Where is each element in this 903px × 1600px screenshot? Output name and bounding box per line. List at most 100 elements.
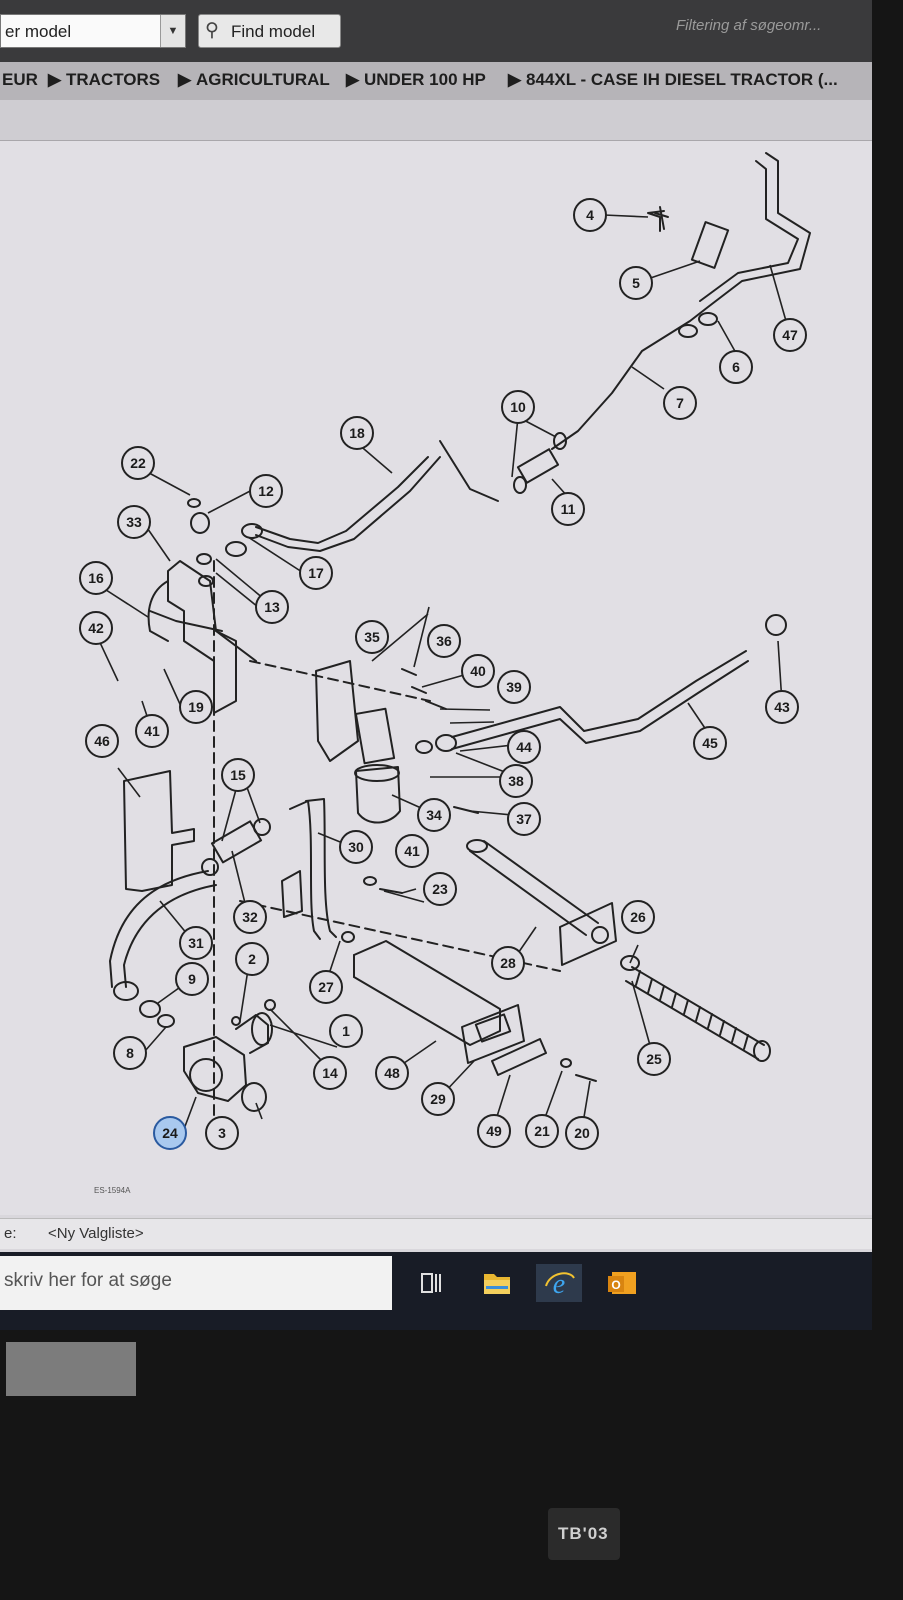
svg-text:35: 35	[364, 629, 380, 645]
svg-text:15: 15	[230, 767, 246, 783]
callout-15[interactable]: 15	[221, 758, 255, 792]
svg-text:21: 21	[534, 1123, 550, 1139]
diagram-linework	[109, 152, 811, 1142]
svg-text:9: 9	[188, 971, 196, 987]
callout-31[interactable]: 31	[179, 926, 213, 960]
callout-35[interactable]: 35	[355, 620, 389, 654]
callout-38[interactable]: 38	[499, 764, 533, 798]
callout-49[interactable]: 49	[477, 1114, 511, 1148]
callout-4[interactable]: 4	[573, 198, 607, 232]
exploded-parts-diagram: 4 5 47 6 7 10 18 22 12 11 33 17 16 13 42…	[79, 152, 811, 1195]
callout-2[interactable]: 2	[235, 942, 269, 976]
svg-text:27: 27	[318, 979, 334, 995]
callout-41[interactable]: 41	[135, 714, 169, 748]
svg-text:26: 26	[630, 909, 646, 925]
svg-text:37: 37	[516, 811, 532, 827]
callout-43[interactable]: 43	[765, 690, 799, 724]
secondary-toolbar	[0, 100, 872, 141]
search-icon: ⚲	[205, 20, 219, 41]
internet-explorer-icon[interactable]: e	[536, 1264, 582, 1302]
toolbar: er model ▼ ⚲ Find model Filtering af søg…	[0, 0, 872, 62]
callout-48[interactable]: 48	[375, 1056, 409, 1090]
svg-text:48: 48	[384, 1065, 400, 1081]
find-model-button[interactable]: ⚲ Find model	[198, 14, 341, 48]
callout-19[interactable]: 19	[179, 690, 213, 724]
callout-33[interactable]: 33	[117, 505, 151, 539]
svg-text:8: 8	[126, 1045, 134, 1061]
file-explorer-icon[interactable]	[474, 1264, 520, 1302]
callout-25[interactable]: 25	[637, 1042, 671, 1076]
callout-8[interactable]: 8	[113, 1036, 147, 1070]
svg-text:40: 40	[470, 663, 486, 679]
callout-18[interactable]: 18	[340, 416, 374, 450]
callouts: 4 5 47 6 7 10 18 22 12 11 33 17 16 13 42…	[79, 198, 807, 1150]
callout-40[interactable]: 40	[461, 654, 495, 688]
callout-23[interactable]: 23	[423, 872, 457, 906]
callout-9[interactable]: 9	[175, 962, 209, 996]
task-view-icon[interactable]	[408, 1264, 454, 1302]
callout-34[interactable]: 34	[417, 798, 451, 832]
breadcrumb-item-4[interactable]: 844XL - CASE IH DIESEL TRACTOR (...	[526, 70, 838, 89]
callout-45[interactable]: 45	[693, 726, 727, 760]
callout-5[interactable]: 5	[619, 266, 653, 300]
callout-32[interactable]: 32	[233, 900, 267, 934]
callout-21[interactable]: 21	[525, 1114, 559, 1148]
figure-code: ES-1594A	[94, 1186, 131, 1195]
svg-text:41: 41	[404, 843, 420, 859]
svg-text:e: e	[553, 1269, 565, 1300]
monitor-brand-logo	[6, 1342, 136, 1396]
callout-10[interactable]: 10	[501, 390, 535, 424]
svg-text:30: 30	[348, 839, 364, 855]
pick-list-select[interactable]: <Ny Valgliste>	[48, 1225, 144, 1242]
svg-text:23: 23	[432, 881, 448, 897]
svg-text:16: 16	[88, 570, 104, 586]
model-combo-box[interactable]: er model ▼	[0, 14, 186, 48]
callout-26[interactable]: 26	[621, 900, 655, 934]
callout-29[interactable]: 29	[421, 1082, 455, 1116]
callout-16[interactable]: 16	[79, 561, 113, 595]
pick-list-label: e:	[4, 1225, 17, 1242]
outlook-icon[interactable]: O	[600, 1264, 646, 1302]
callout-17[interactable]: 17	[299, 556, 333, 590]
callout-37[interactable]: 37	[507, 802, 541, 836]
svg-text:12: 12	[258, 483, 274, 499]
callout-3[interactable]: 3	[205, 1116, 239, 1150]
callout-27[interactable]: 27	[309, 970, 343, 1004]
callout-11[interactable]: 11	[551, 492, 585, 526]
taskbar-search-box[interactable]: skriv her for at søge	[0, 1256, 392, 1310]
svg-text:17: 17	[308, 565, 324, 581]
filter-status-text: Filtering af søgeomr...	[676, 17, 822, 34]
callout-39[interactable]: 39	[497, 670, 531, 704]
callout-30[interactable]: 30	[339, 830, 373, 864]
callout-12[interactable]: 12	[249, 474, 283, 508]
callout-1[interactable]: 1	[329, 1014, 363, 1048]
callout-47[interactable]: 47	[773, 318, 807, 352]
breadcrumb-item-3[interactable]: UNDER 100 HP	[364, 70, 486, 89]
callout-14[interactable]: 14	[313, 1056, 347, 1090]
pick-list-bar: e: <Ny Valgliste>	[0, 1218, 872, 1249]
callout-6[interactable]: 6	[719, 350, 753, 384]
svg-text:3: 3	[218, 1125, 226, 1141]
callout-36[interactable]: 36	[427, 624, 461, 658]
callout-41b[interactable]: 41	[395, 834, 429, 868]
chevron-down-icon[interactable]: ▼	[160, 15, 185, 47]
callout-42[interactable]: 42	[79, 611, 113, 645]
breadcrumb-item-1[interactable]: TRACTORS	[66, 70, 161, 89]
svg-text:25: 25	[646, 1051, 662, 1067]
svg-text:O: O	[611, 1278, 620, 1292]
callout-44[interactable]: 44	[507, 730, 541, 764]
callout-7[interactable]: 7	[663, 386, 697, 420]
svg-text:24: 24	[162, 1125, 178, 1141]
callout-13[interactable]: 13	[255, 590, 289, 624]
svg-text:5: 5	[632, 275, 640, 291]
callout-22[interactable]: 22	[121, 446, 155, 480]
callout-46[interactable]: 46	[85, 724, 119, 758]
callout-28[interactable]: 28	[491, 946, 525, 980]
breadcrumb: EUR ▶ TRACTORS ▶ AGRICULTURAL ▶ UNDER 10…	[0, 62, 872, 100]
callout-24[interactable]: 24	[153, 1116, 187, 1150]
svg-text:1: 1	[342, 1023, 350, 1039]
breadcrumb-item-2[interactable]: AGRICULTURAL	[196, 70, 330, 89]
breadcrumb-item-0[interactable]: EUR	[2, 70, 38, 89]
callout-20[interactable]: 20	[565, 1116, 599, 1150]
svg-text:46: 46	[94, 733, 110, 749]
